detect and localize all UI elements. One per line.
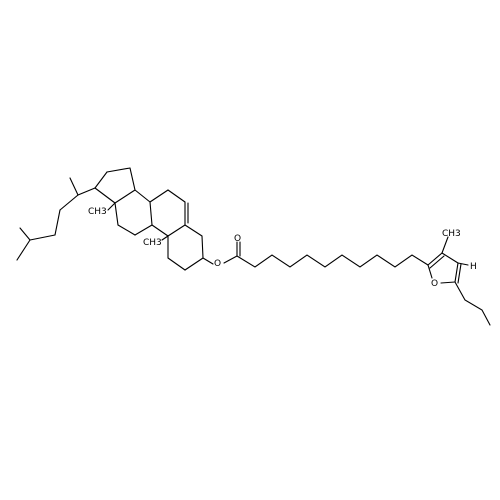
- atom-label-methyl: CH3: [143, 238, 162, 248]
- bond: [29, 234, 56, 241]
- atom-label-oxygen: O: [214, 259, 221, 269]
- bond: [454, 281, 491, 326]
- bond: [441, 236, 449, 254]
- bond: [167, 257, 186, 271]
- bond: [19, 227, 31, 241]
- bond: [129, 167, 136, 191]
- bond: [184, 257, 204, 271]
- bond: [457, 262, 469, 266]
- bond: [167, 189, 186, 203]
- bond: [167, 224, 186, 237]
- bond: [202, 257, 214, 265]
- bond: [149, 189, 169, 203]
- bond: [77, 187, 96, 196]
- bond: [427, 264, 433, 279]
- bond: [149, 201, 153, 226]
- bond: [454, 262, 459, 283]
- bond: [117, 224, 136, 236]
- bond: [457, 263, 462, 284]
- atom-label-oxygen: O: [234, 234, 241, 244]
- bond: [59, 194, 79, 211]
- bond: [184, 224, 203, 237]
- atom-label-methyl: CH3: [442, 229, 461, 239]
- bond: [107, 202, 116, 211]
- bond: [201, 235, 204, 259]
- bond: [54, 209, 61, 236]
- bond: [223, 255, 238, 264]
- bond: [69, 177, 79, 196]
- atom-label-layer: CH3 CH3 CH3 O O O H: [88, 207, 477, 289]
- bond: [151, 224, 169, 237]
- bond: [106, 167, 131, 173]
- bond: [236, 254, 429, 268]
- bond: [161, 235, 169, 241]
- bond: [114, 202, 119, 226]
- bond: [16, 239, 31, 261]
- bond: [94, 187, 116, 204]
- bond: [429, 255, 445, 269]
- atom-label-methyl: CH3: [88, 207, 107, 217]
- atom-label-hydrogen: H: [470, 262, 477, 272]
- bond: [441, 252, 459, 264]
- bond: [114, 189, 136, 204]
- bond: [134, 189, 151, 203]
- bond-layer: [16, 167, 491, 326]
- bond: [427, 252, 443, 266]
- atom-label-oxygen: O: [431, 279, 438, 289]
- bond: [134, 224, 153, 236]
- bond: [94, 171, 108, 189]
- bond: [440, 281, 456, 284]
